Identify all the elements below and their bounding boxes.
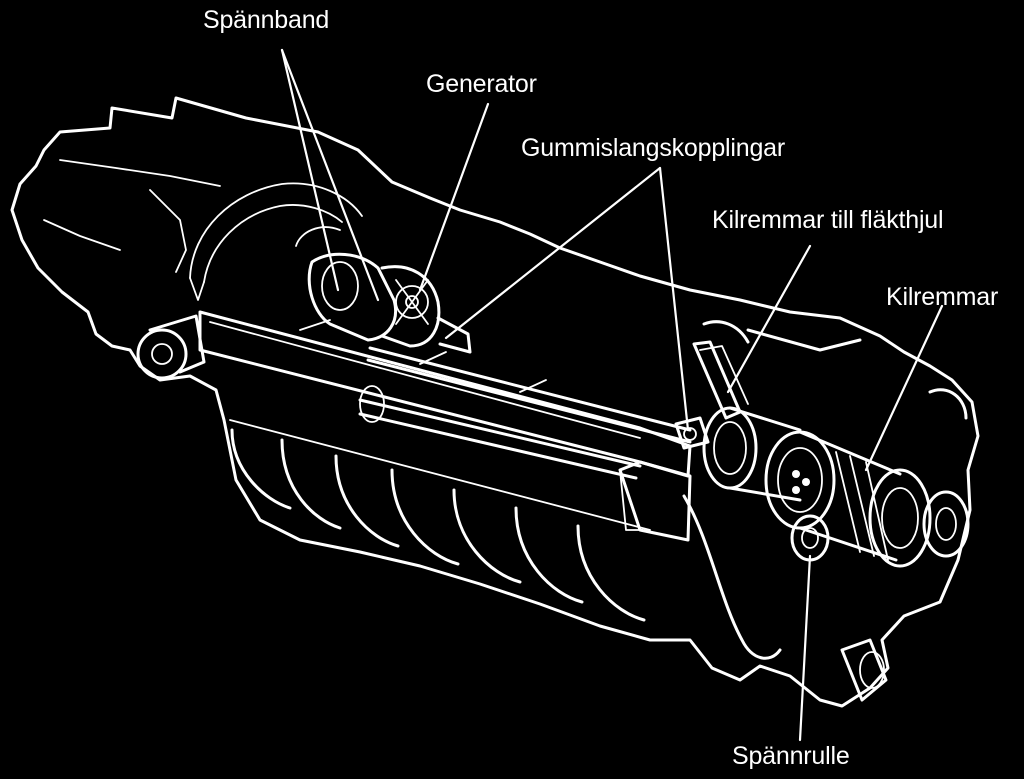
leader-spannrulle: [798, 554, 812, 742]
generator: [307, 252, 397, 342]
shaft: [368, 346, 692, 432]
label-gummislangskopplingar: Gummislangskopplingar: [521, 134, 785, 162]
leader-gummislang-2: [658, 166, 690, 432]
label-kilremmar-till-flakthjul: Kilremmar till fläkthjul: [712, 206, 944, 234]
leader-kilremmar-flakthjul: [726, 244, 812, 394]
label-spannband: Spännband: [203, 6, 330, 34]
leader-spannband-1: [280, 48, 340, 292]
crank-pulley: [764, 430, 836, 530]
top-rail: [198, 310, 692, 478]
leader-lines: [280, 48, 944, 742]
label-spannrulle: Spännrulle: [732, 742, 850, 770]
leader-gummislang-1: [444, 166, 662, 340]
leader-spannband-2: [280, 48, 380, 302]
main-pulley: [868, 468, 932, 568]
fan-pulley: [702, 406, 758, 490]
label-kilremmar: Kilremmar: [886, 283, 999, 311]
tensioner-roller: [790, 514, 830, 562]
leader-kilremmar: [864, 304, 944, 472]
label-generator: Generator: [426, 70, 537, 98]
engine-silhouette: [10, 96, 980, 708]
leader-generator: [418, 102, 490, 292]
